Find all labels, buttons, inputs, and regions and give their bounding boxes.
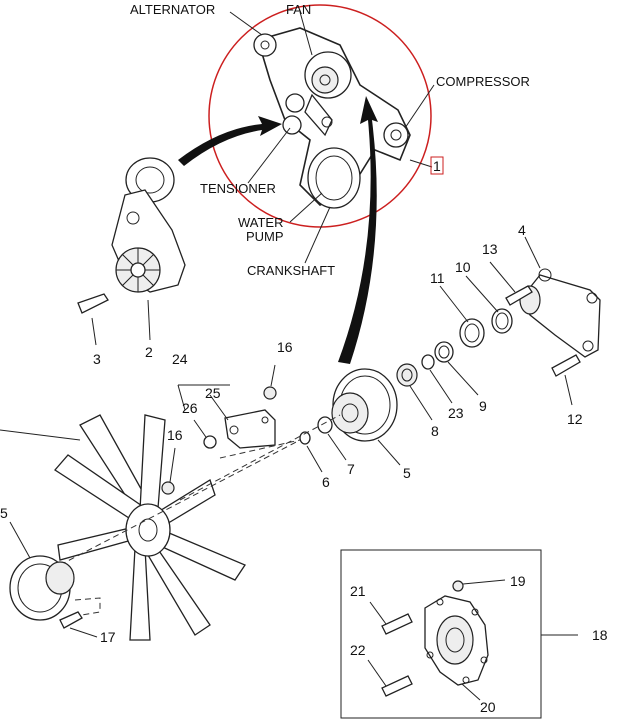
callout-4: 4 <box>518 222 526 238</box>
callout-16-lower: 16 <box>167 427 183 443</box>
seal-10 <box>491 308 513 334</box>
callout-17: 17 <box>100 629 116 645</box>
label-tensioner: TENSIONER <box>200 181 276 196</box>
bolt-3 <box>77 293 109 314</box>
label-fan: FAN <box>286 2 311 17</box>
fan-hub <box>424 595 489 686</box>
callout-7: 7 <box>347 461 355 477</box>
callout-1: 1 <box>433 158 441 174</box>
washer-6 <box>299 431 311 445</box>
fan-drive-pulley <box>331 368 398 442</box>
cooling-fan <box>54 414 246 641</box>
tensioner-arm <box>304 93 333 137</box>
belt-routing-detail <box>208 4 432 228</box>
bolt-13 <box>505 285 533 306</box>
washer-23 <box>421 354 435 370</box>
label-pump: PUMP <box>246 229 284 244</box>
nut-16-upper <box>263 386 277 400</box>
highlight-circle <box>208 4 432 228</box>
callout-box-1 <box>430 156 444 175</box>
label-alternator: ALTERNATOR <box>130 2 215 17</box>
hub-detail-inset <box>340 549 542 719</box>
callout-13: 13 <box>482 241 498 257</box>
bolt-22 <box>381 675 413 697</box>
label-crankshaft: CRANKSHAFT <box>247 263 335 278</box>
callout-5-pulley: 5 <box>403 465 411 481</box>
callout-10: 10 <box>455 259 471 275</box>
alternator-pulley <box>253 33 277 57</box>
callout-25: 25 <box>205 385 221 401</box>
callout-19: 19 <box>510 573 526 589</box>
callout-23: 23 <box>448 405 464 421</box>
callout-24: 24 <box>172 351 188 367</box>
bolt-21 <box>381 613 413 635</box>
callout-8: 8 <box>431 423 439 439</box>
arrow-to-circle <box>178 116 282 166</box>
callout-21: 21 <box>350 583 366 599</box>
ring-9 <box>434 341 454 363</box>
arrow-pulley-to-circle <box>338 96 378 364</box>
bearing-8 <box>396 363 418 387</box>
bearing-11 <box>459 318 485 348</box>
callout-3: 3 <box>93 351 101 367</box>
callout-26: 26 <box>182 400 198 416</box>
nut-19 <box>452 580 464 592</box>
compressor-pulley <box>383 122 409 148</box>
label-water: WATER <box>238 215 284 230</box>
label-compressor: COMPRESSOR <box>436 74 530 89</box>
callout-22: 22 <box>350 642 366 658</box>
assembly-axis-dashed <box>59 414 341 566</box>
callout-6: 6 <box>322 474 330 490</box>
callout-18: 18 <box>592 627 608 643</box>
bolt-17 <box>59 611 83 629</box>
tensioner-assembly <box>111 157 186 293</box>
belt-labels-leaders <box>229 11 435 264</box>
callout-12: 12 <box>567 411 583 427</box>
callout-11: 11 <box>430 270 445 286</box>
callout-5-spacer: 5 <box>0 505 8 521</box>
callout-2: 2 <box>145 344 153 360</box>
fan-spacer <box>9 555 75 621</box>
callout-9: 9 <box>479 398 487 414</box>
nut-16-lower <box>161 481 175 495</box>
washer-26 <box>203 435 217 449</box>
bolt-12 <box>551 354 581 377</box>
tensioner-pulley <box>285 93 305 113</box>
callout-16-upper: 16 <box>277 339 293 355</box>
callout-20: 20 <box>480 699 496 715</box>
bracket-25 <box>224 409 276 449</box>
water-pump-housing <box>519 268 601 358</box>
washer-7 <box>317 416 333 434</box>
